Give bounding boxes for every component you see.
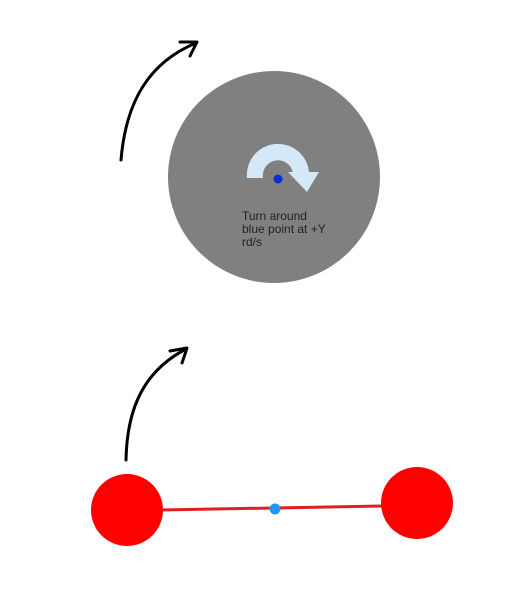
mass-ball-right [381,467,453,539]
rotate-clockwise-icon [246,143,319,192]
pivot-point-bottom [269,503,281,515]
rotating-disc-group [119,40,380,283]
curved-arrow-top [119,40,199,162]
curved-arrow-bottom [124,346,189,462]
pivot-point-top [273,174,283,184]
disc-caption: Turn around blue point at +Y rd/s [242,209,326,249]
dumbbell-group [91,346,453,546]
mass-ball-left [91,474,163,546]
